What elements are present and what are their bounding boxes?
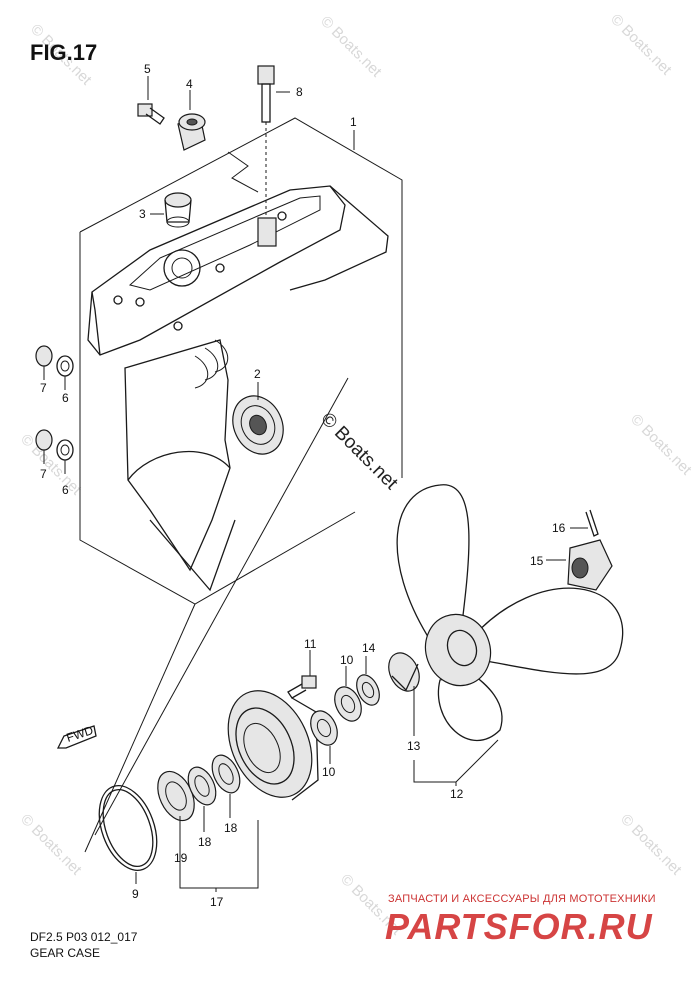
plug-part-3: [164, 192, 192, 228]
collar-part-4: [177, 113, 206, 151]
callout-18-right: 18: [224, 821, 238, 835]
nut-part-15: [567, 539, 613, 591]
seal-part-18b: [211, 754, 241, 794]
callout-10-upper: 10: [340, 653, 354, 667]
callout-18-left: 18: [198, 835, 212, 849]
gear-case-housing: [79, 117, 403, 605]
explode-line: [94, 377, 349, 836]
callout-14: 14: [362, 641, 376, 655]
watermark-center: © Boats.net: [316, 409, 402, 495]
forward-label: FWD: [65, 723, 96, 745]
spacer-part-14: [356, 674, 380, 706]
callout-6-lower: 6: [62, 483, 69, 497]
callout-1: 1: [350, 115, 357, 129]
callout-19: 19: [174, 851, 188, 865]
callout-4: 4: [186, 77, 193, 91]
cotter-pin-part-16: [585, 509, 599, 537]
callout-16: 16: [552, 521, 566, 535]
callout-5: 5: [144, 62, 151, 76]
callout-3: 3: [139, 207, 146, 221]
watermark: © Boats.net: [607, 11, 675, 79]
brand-subtitle: ЗАПЧАСТИ И АКСЕССУАРЫ ДЛЯ МОТОТЕХНИКИ: [388, 893, 656, 905]
bolt-part-8: [257, 65, 275, 218]
watermark-layer: © Boats.net © Boats.net © Boats.net © Bo…: [17, 11, 695, 939]
callout-10-lower: 10: [322, 765, 336, 779]
callout-17: 17: [210, 895, 224, 909]
washer-part-10a: [334, 686, 362, 722]
washer-part-10b: [310, 710, 338, 746]
callout-numbers: 1 2 3 4 5 6 6 7 7 8 9 10 10 11 12 13 14 …: [40, 62, 566, 909]
drain-plug-upper: [35, 345, 74, 377]
callout-6-upper: 6: [62, 391, 69, 405]
bearing-part-2: [232, 395, 284, 455]
figure-title: FIG.17: [30, 40, 98, 65]
callout-7-lower: 7: [40, 467, 47, 481]
callout-2: 2: [254, 367, 261, 381]
brand-logo: PARTSFOR.RU: [385, 906, 653, 947]
forward-direction-tag: FWD: [56, 723, 97, 749]
callout-8: 8: [296, 85, 303, 99]
propeller: [396, 484, 623, 742]
bearing-housing-part-17: [227, 690, 319, 801]
o-ring-part-9: [98, 785, 158, 871]
leader-lines: [43, 76, 588, 892]
watermark: © Boats.net: [617, 811, 685, 879]
watermark: © Boats.net: [17, 811, 85, 879]
bushing-part-13: [388, 652, 420, 692]
model-code: DF2.5 P03 012_017: [30, 930, 138, 944]
bolt-part-11: [287, 675, 317, 699]
diagram-name: GEAR CASE: [30, 946, 101, 960]
watermark: © Boats.net: [317, 13, 385, 81]
callout-9: 9: [132, 887, 139, 901]
callout-7-upper: 7: [40, 381, 47, 395]
callout-11: 11: [304, 637, 317, 651]
callout-13: 13: [407, 739, 421, 753]
callout-12: 12: [450, 787, 464, 801]
seal-part-18a: [187, 766, 217, 806]
watermark: © Boats.net: [627, 411, 695, 479]
bolt-part-5: [137, 103, 165, 125]
callout-15: 15: [530, 554, 544, 568]
